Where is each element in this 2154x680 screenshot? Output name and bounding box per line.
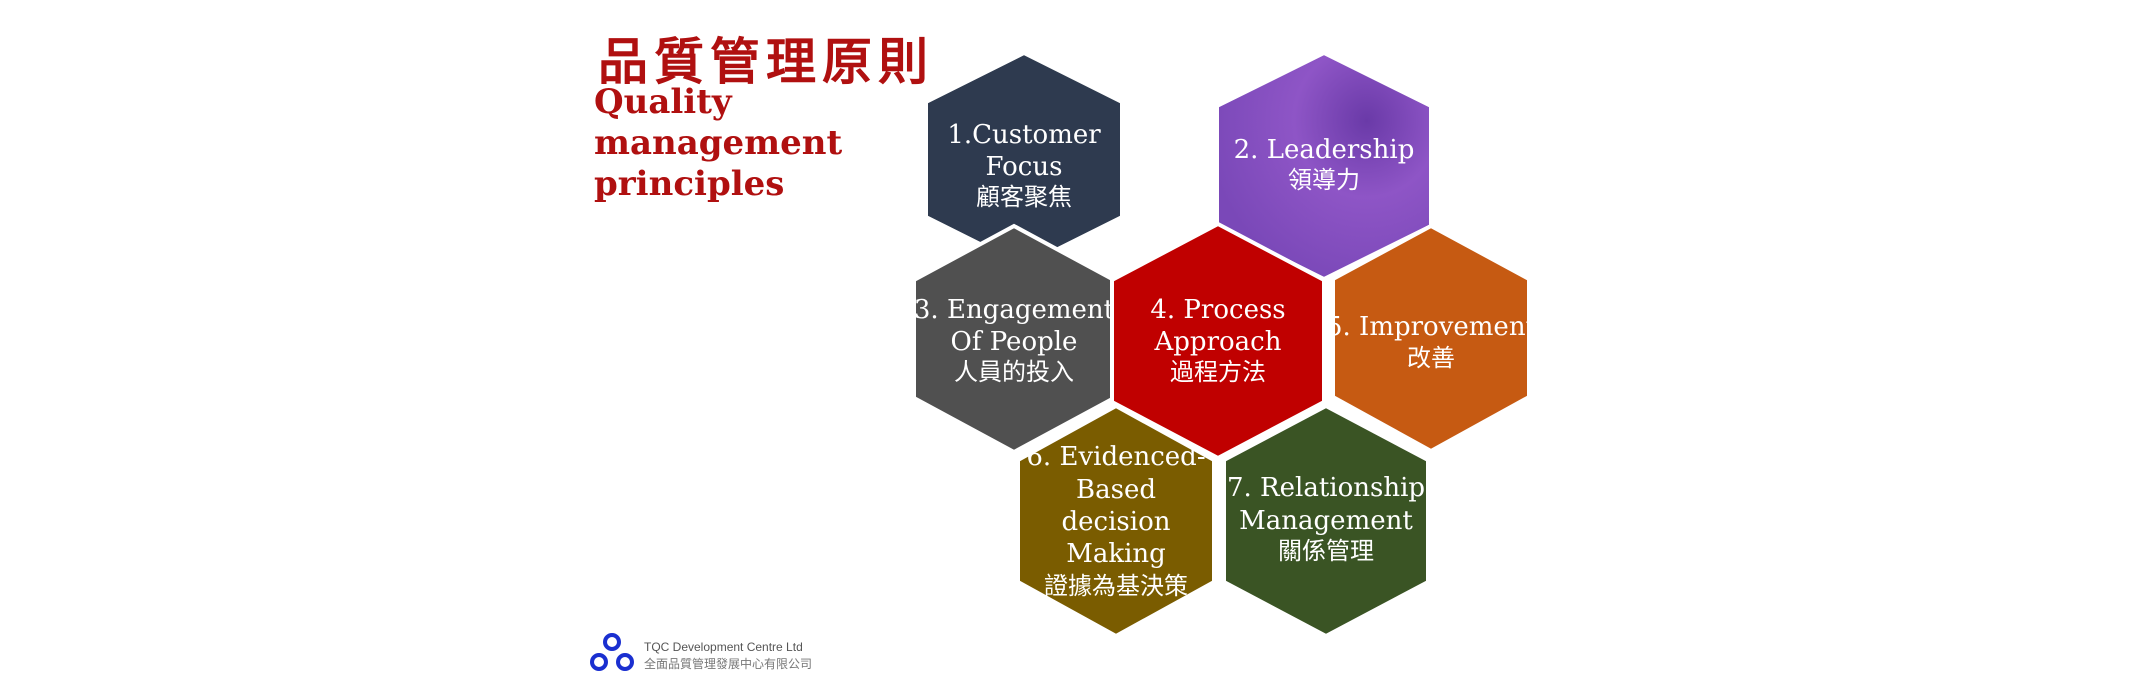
company-logo-icon bbox=[590, 633, 634, 671]
hex-7-line-2: Management bbox=[1239, 506, 1413, 536]
company-name-english: TQC Development Centre Ltd bbox=[644, 640, 803, 654]
principle-hex-7: 7. Relationship Management 關係管理 bbox=[1222, 403, 1430, 639]
hex-6-shape bbox=[1016, 403, 1216, 639]
title-english-line-1: Quality bbox=[594, 82, 732, 122]
hex-3-line-3: 人員的投入 bbox=[954, 358, 1074, 386]
hex-6-line-1: 6. Evidenced- bbox=[1026, 442, 1205, 472]
hex-7-line-1: 7. Relationship bbox=[1227, 473, 1425, 503]
hex-5-shape bbox=[1331, 223, 1531, 454]
principle-hex-5: 5. Improvement 改善 bbox=[1326, 223, 1537, 454]
hex-4-line-3: 過程方法 bbox=[1170, 358, 1266, 386]
title-english-line-3: principles bbox=[594, 164, 785, 204]
hex-1-line-1: 1.Customer bbox=[947, 120, 1101, 150]
principle-hex-1: 1.Customer Focus 顧客聚焦 bbox=[924, 50, 1124, 269]
principle-hex-3: 3. Engagement Of People 人員的投入 bbox=[912, 223, 1116, 455]
hex-6-line-2: Based bbox=[1076, 475, 1156, 505]
hex-4-shape bbox=[1110, 221, 1326, 461]
hex-1-line-3: 顧客聚焦 bbox=[976, 183, 1072, 211]
company-name-chinese: 全面品質管理發展中心有限公司 bbox=[644, 657, 813, 671]
hex-5-line-1: 5. Improvement bbox=[1326, 312, 1537, 342]
hex-4-line-1: 4. Process bbox=[1150, 295, 1285, 325]
hex-6-line-4: Making bbox=[1066, 539, 1166, 569]
principle-hex-2: 2. Leadership 領導力 bbox=[1215, 50, 1433, 282]
hex-7-line-3: 關係管理 bbox=[1278, 537, 1374, 565]
principle-hex-6: 6. Evidenced- Based decision Making 證據為基… bbox=[1016, 403, 1216, 639]
hex-2-line-2: 領導力 bbox=[1288, 166, 1360, 194]
title-english: Quality management principles bbox=[594, 82, 842, 205]
hex-7-shape bbox=[1222, 403, 1430, 639]
hex-5-line-2: 改善 bbox=[1407, 344, 1455, 372]
hex-6-line-3: decision bbox=[1062, 507, 1171, 537]
principle-hex-4: 4. Process Approach 過程方法 bbox=[1110, 221, 1326, 461]
hex-3-line-2: Of People bbox=[951, 327, 1078, 357]
hex-6-line-5: 證據為基決策 bbox=[1044, 572, 1188, 600]
hex-1-line-2: Focus bbox=[986, 152, 1063, 182]
title-english-line-2: management bbox=[594, 123, 843, 163]
hex-4-line-2: Approach bbox=[1154, 327, 1282, 357]
hex-2-line-1: 2. Leadership bbox=[1234, 135, 1415, 165]
hex-3-line-1: 3. Engagement bbox=[914, 295, 1115, 325]
title-chinese: 品質管理原則 bbox=[598, 32, 934, 91]
